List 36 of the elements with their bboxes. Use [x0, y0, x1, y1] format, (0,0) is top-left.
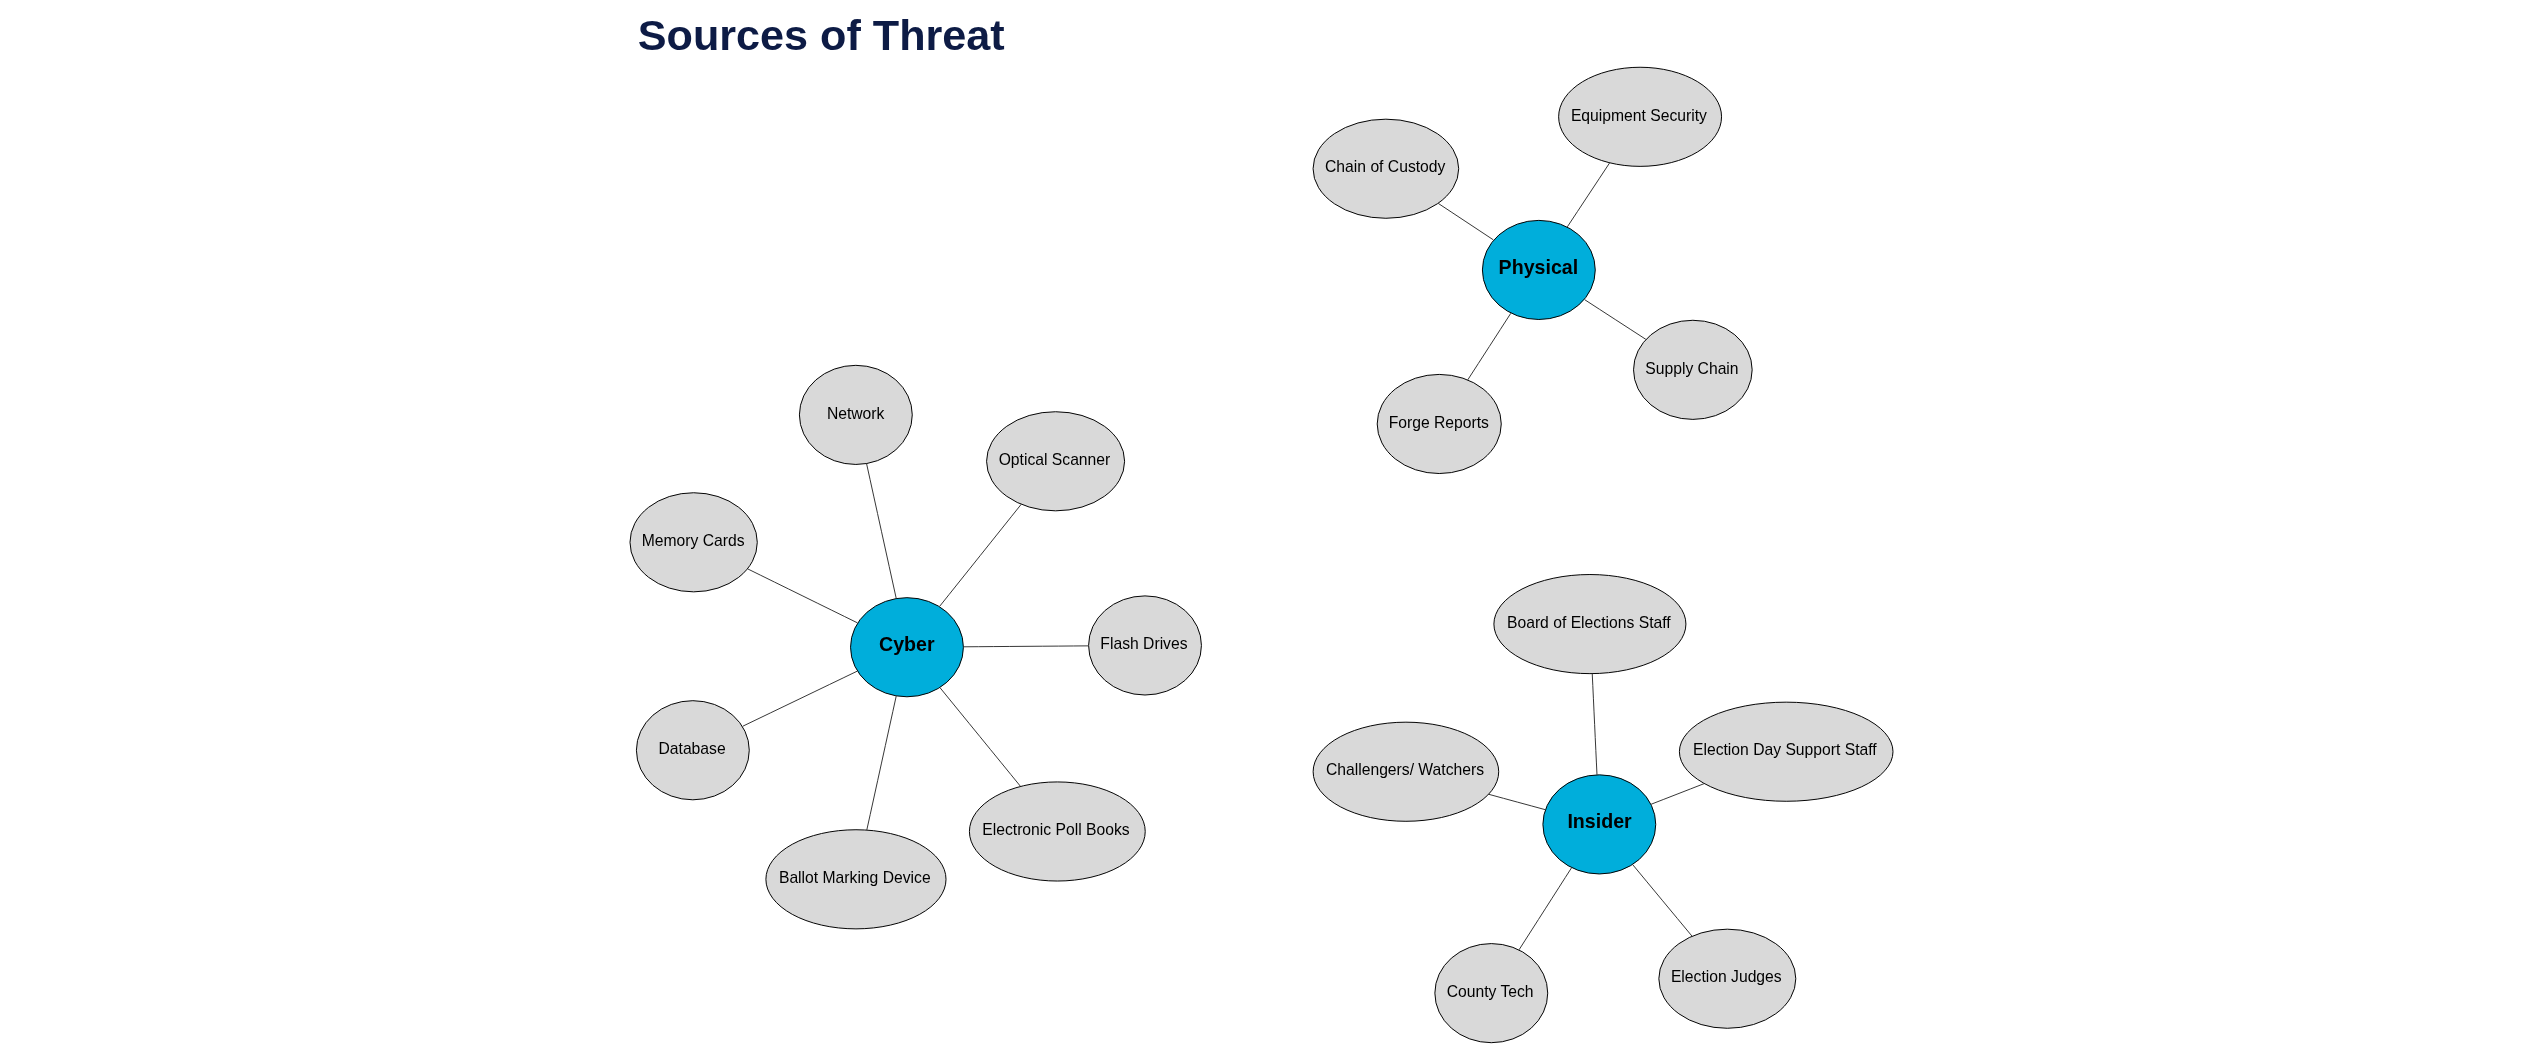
connector: [1591, 673, 1597, 776]
node-ellipse: Insider: [1541, 774, 1656, 875]
node-ellipse: Database: [635, 700, 750, 801]
connector: [962, 645, 1089, 648]
node-ellipse: Equipment Security: [1557, 66, 1722, 167]
connector: [865, 463, 897, 599]
connector: [1518, 867, 1572, 951]
diagram-title: Sources of Threat: [637, 10, 1005, 59]
node-ellipse: Flash Drives: [1087, 595, 1202, 696]
node-ellipse: Board of Elections Staff: [1492, 574, 1686, 675]
node-ellipse: County Tech: [1433, 943, 1548, 1044]
node-ellipse: Physical: [1481, 219, 1596, 320]
node-ellipse: Election Day Support Staff: [1678, 701, 1893, 802]
node-ellipse: Optical Scanner: [985, 411, 1125, 512]
connector: [741, 670, 858, 727]
node-ellipse: Electronic Poll Books: [968, 781, 1146, 882]
node-ellipse: Supply Chain: [1632, 319, 1753, 420]
connector: [939, 687, 1021, 787]
node-ellipse: Memory Cards: [629, 492, 758, 593]
connector: [865, 695, 897, 831]
node-ellipse: Cyber: [849, 597, 964, 698]
connector: [1583, 299, 1646, 340]
node-ellipse: Forge Reports: [1376, 373, 1502, 474]
node-ellipse: Ballot Marking Device: [764, 829, 946, 930]
node-ellipse: Election Judges: [1657, 928, 1796, 1029]
connector: [1631, 864, 1692, 937]
connector: [746, 568, 858, 624]
connector: [1437, 202, 1494, 241]
connector: [1650, 783, 1705, 805]
node-ellipse: Challengers/ Watchers: [1312, 721, 1499, 822]
connector: [1466, 312, 1511, 381]
connector: [938, 503, 1022, 607]
connector: [1566, 162, 1610, 228]
node-ellipse: Network: [798, 364, 913, 465]
connector: [1488, 793, 1546, 811]
node-ellipse: Chain of Custody: [1312, 118, 1459, 219]
